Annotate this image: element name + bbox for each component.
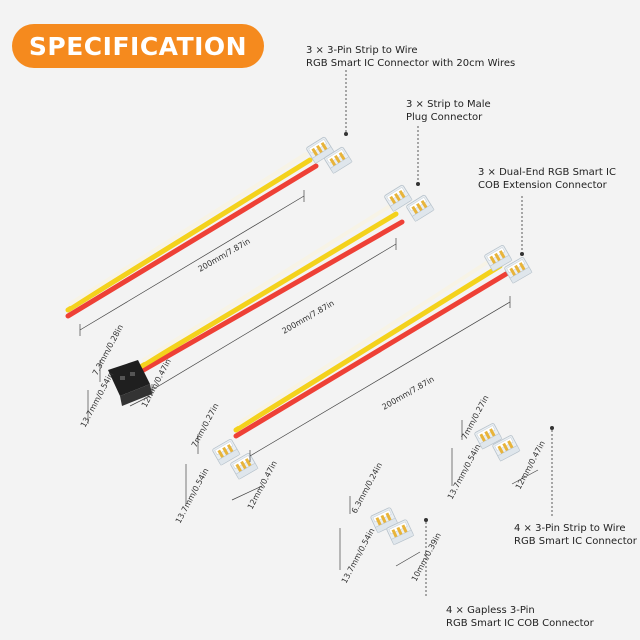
strip-connector-small <box>473 422 521 462</box>
dim-wire2-length: 200mm/7.87in <box>281 299 336 336</box>
dim-plug-width: 13.7mm/0.54in <box>79 371 116 429</box>
dim-dual-width: 13.7mm/0.54in <box>174 467 211 525</box>
banner-title: SPECIFICATION <box>28 31 248 61</box>
label-strip-to-wire-20cm: 3 × 3-Pin Strip to Wire RGB Smart IC Con… <box>306 44 515 70</box>
label-line: 3 × Dual-End RGB Smart IC <box>478 167 616 178</box>
dim-gapless-height: 6.3mm/0.24in <box>350 461 384 515</box>
dim-strip-depth: 12mm/0.47in <box>514 439 547 491</box>
leader-lines <box>345 70 553 598</box>
male-plug <box>108 360 152 406</box>
gapless-connector <box>369 506 415 546</box>
wire-assembly-1 <box>65 136 353 319</box>
dim-gapless-width: 13.7mm/0.54in <box>340 527 377 585</box>
dim-dual-height: 7mm/0.27in <box>190 402 221 449</box>
label-line: RGB Smart IC COB Connector <box>446 618 594 629</box>
label-gapless-connector: 4 × Gapless 3-Pin RGB Smart IC COB Conne… <box>446 604 594 630</box>
label-line: 4 × 3-Pin Strip to Wire <box>514 523 626 534</box>
label-line: RGB Smart IC Connector with 20cm Wires <box>306 58 516 69</box>
label-line: 3 × 3-Pin Strip to Wire <box>306 45 418 56</box>
wire-assembly-2 <box>108 184 435 406</box>
dim-strip-width: 13.7mm/0.54in <box>446 443 483 501</box>
specification-banner: SPECIFICATION <box>12 24 264 68</box>
label-line: 4 × Gapless 3-Pin <box>446 605 535 616</box>
label-line: 3 × Strip to Male <box>406 99 491 110</box>
label-dual-end-extension: 3 × Dual-End RGB Smart IC COB Extension … <box>478 166 616 192</box>
label-strip-to-wire: 4 × 3-Pin Strip to Wire RGB Smart IC Con… <box>514 522 637 548</box>
dim-wire3-length: 200mm/7.87in <box>381 375 436 412</box>
label-strip-to-male-plug: 3 × Strip to Male Plug Connector <box>406 98 491 124</box>
dimension-lines <box>79 190 539 570</box>
label-line: Plug Connector <box>406 112 483 123</box>
wire-assembly-3 <box>211 244 533 480</box>
label-line: RGB Smart IC Connector <box>514 536 637 547</box>
label-line: COB Extension Connector <box>478 180 607 191</box>
